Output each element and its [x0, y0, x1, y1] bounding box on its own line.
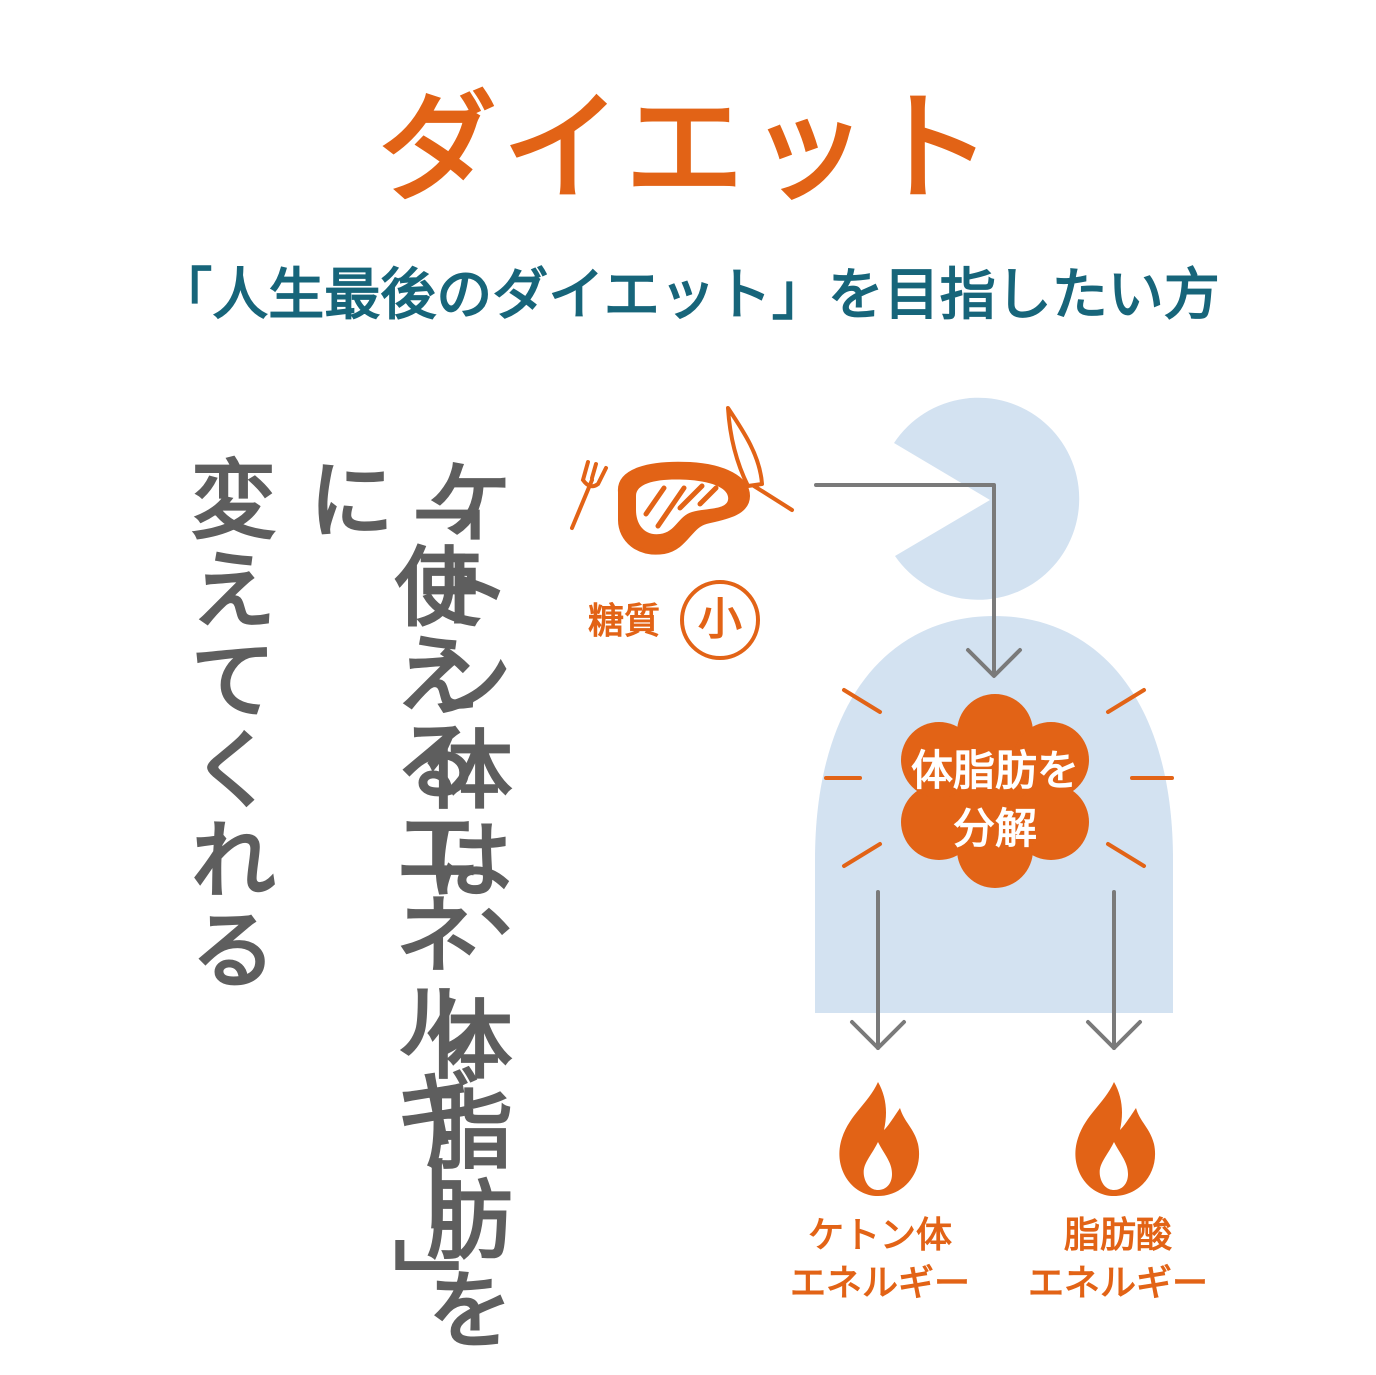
fatty-acid-energy-label: 脂肪酸 エネルギー: [998, 1212, 1238, 1308]
flow-arrow-food-to-fat: [814, 483, 996, 676]
ketone-energy-label: ケトン体 エネルギー: [760, 1212, 1000, 1308]
knife-icon: [726, 406, 794, 512]
steak-icon: [617, 461, 750, 555]
body-text-column-3: 変えてくれる: [175, 455, 275, 995]
person-head: [894, 397, 1080, 600]
fatty-acid-energy-line-2: エネルギー: [1027, 1263, 1208, 1304]
flow-arrow-head-3: [1086, 1020, 1142, 1050]
sugar-label: 糖質: [588, 601, 661, 642]
ketone-energy-line-1: ケトン体: [807, 1215, 952, 1256]
fat-breakdown-label: 体脂肪を 分解: [884, 742, 1106, 858]
fat-breakdown-line-2: 分解: [952, 804, 1037, 853]
page-title: ダイエット: [378, 79, 998, 217]
body-text-column-1: ケトン体は、体脂肪を: [411, 455, 511, 1355]
sugar-level-badge: 小: [680, 580, 760, 660]
fork-icon: [570, 460, 608, 530]
flow-arrow-head-2: [850, 1020, 906, 1050]
flow-arrow-head-1: [966, 648, 1022, 678]
fatty-acid-energy-line-1: 脂肪酸: [1063, 1215, 1172, 1256]
ketone-energy-line-2: エネルギー: [789, 1263, 970, 1304]
fire-icon: [1075, 1082, 1156, 1196]
fire-icon: [839, 1082, 920, 1196]
body-text-column-2: 「使えるエネルギー」に: [293, 455, 479, 1325]
page-subtitle: 「人生最後のダイエット」を目指したい方: [156, 263, 1220, 328]
body-fat-blob: [901, 694, 1089, 888]
burst-lines: [824, 688, 1174, 868]
fat-breakdown-line-1: 体脂肪を: [910, 746, 1079, 795]
